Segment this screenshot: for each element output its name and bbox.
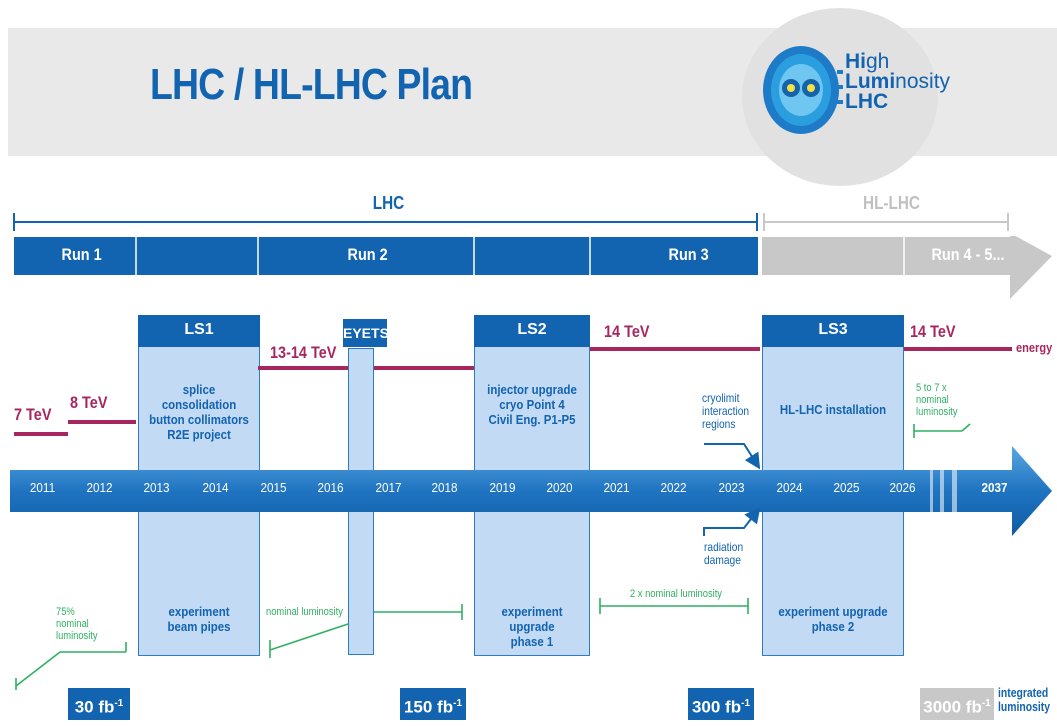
cryolimit-note: cryolimit interaction regions <box>702 391 750 431</box>
integrated-150: 150 fb-1 <box>400 688 466 720</box>
year-2026: 2026 <box>889 480 916 495</box>
era-hllhc-label: HL-LHC <box>863 193 920 213</box>
integrated-300: 300 fb-1 <box>688 688 754 720</box>
ls1-experiment: experiment beam pipes <box>167 604 231 634</box>
energy-axis-label: energy <box>1016 340 1053 355</box>
page-title: LHC / HL-LHC Plan <box>150 60 473 109</box>
ls3-experiment: experiment upgrade phase 2 <box>778 604 888 634</box>
year-arrow <box>10 446 1052 536</box>
energy-8tev: 8 TeV <box>70 393 108 412</box>
logo-text: High Luminosity LHC <box>845 50 951 113</box>
era-brackets <box>13 213 1009 231</box>
radiation-note: radiation damage <box>704 540 744 567</box>
ls3-work: HL-LHC installation <box>779 402 887 417</box>
luminosity-57-line <box>913 423 971 438</box>
integrated-luminosity-label: integrated luminosity <box>998 685 1051 714</box>
year-2023: 2023 <box>718 480 745 495</box>
annotation-arrows <box>703 443 761 536</box>
lum-75-label: 75% nominal luminosity <box>56 606 98 642</box>
energy-13tev: 13-14 TeV <box>270 343 337 362</box>
ls2-work: injector upgrade cryo Point 4 Civil Eng.… <box>487 382 577 427</box>
ls3-header: LS3 <box>762 315 904 347</box>
ls1-header: LS1 <box>138 315 260 347</box>
year-2013: 2013 <box>143 480 170 495</box>
year-2016: 2016 <box>317 480 344 495</box>
run-4-label: Run 4 - 5... <box>931 245 1005 264</box>
energy-7tev: 7 TeV <box>14 405 52 424</box>
ls2-experiment: experiment upgrade phase 1 <box>501 604 563 649</box>
year-2014: 2014 <box>202 480 229 495</box>
lum-57-label: 5 to 7 x nominal luminosity <box>916 382 958 418</box>
year-2024: 2024 <box>776 480 803 495</box>
year-2012: 2012 <box>86 480 113 495</box>
ls2-header: LS2 <box>474 315 590 347</box>
integrated-30: 30 fb-1 <box>68 688 130 720</box>
year-2020: 2020 <box>546 480 573 495</box>
year-2018: 2018 <box>431 480 458 495</box>
year-2011: 2011 <box>29 480 56 495</box>
runs-bar <box>14 236 1052 299</box>
energy-lines <box>14 347 1012 436</box>
ls1-work: splice consolidation button collimators … <box>149 382 249 442</box>
eyets-header: EYETS <box>342 318 389 348</box>
integrated-3000: 3000 fb-1 <box>920 688 994 720</box>
lum-2x-label: 2 x nominal luminosity <box>630 588 722 600</box>
run-1-label: Run 1 <box>61 245 102 264</box>
run-3-label: Run 3 <box>668 245 709 264</box>
year-2019: 2019 <box>489 480 516 495</box>
year-labels: 2011 2012 2013 2014 2015 2016 2017 2018 … <box>14 480 1008 500</box>
year-2022: 2022 <box>660 480 687 495</box>
hl-lhc-logo-icon <box>763 46 843 134</box>
year-2025: 2025 <box>833 480 860 495</box>
lum-nominal-label: nominal luminosity <box>266 606 343 618</box>
luminosity-lines <box>15 598 749 690</box>
era-lhc-label: LHC <box>372 193 405 213</box>
year-2017: 2017 <box>375 480 402 495</box>
energy-14tev-run3: 14 TeV <box>604 322 650 341</box>
year-2037: 2037 <box>981 480 1008 495</box>
energy-14tev-run4: 14 TeV <box>910 322 956 341</box>
year-2015: 2015 <box>260 480 287 495</box>
run-2-label: Run 2 <box>347 245 388 264</box>
year-2021: 2021 <box>603 480 630 495</box>
